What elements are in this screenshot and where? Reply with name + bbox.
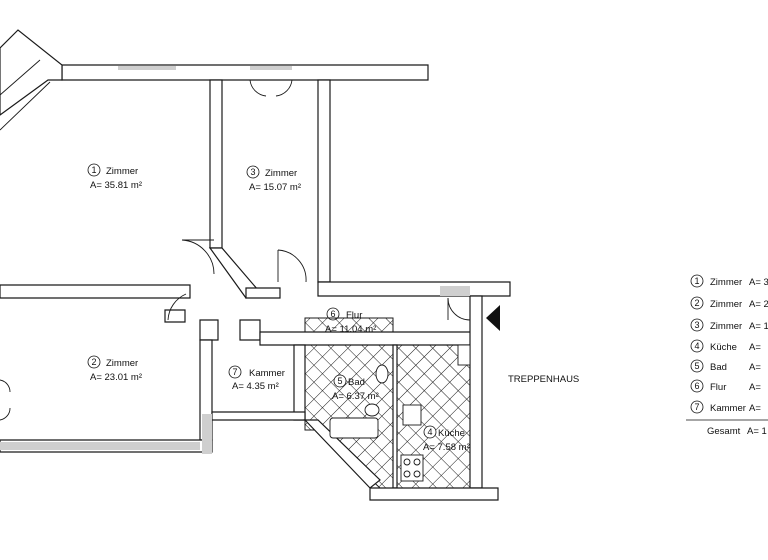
fixtures xyxy=(329,344,471,482)
svg-text:4: 4 xyxy=(427,427,432,437)
kitchen-sink xyxy=(402,404,422,426)
svg-text:1: 1 xyxy=(91,165,96,175)
svg-text:6: 6 xyxy=(694,381,699,391)
stove xyxy=(400,454,424,482)
legend-row: 1 Zimmer A= 3 xyxy=(690,274,768,288)
svg-text:A=: A= xyxy=(749,362,761,373)
svg-text:7: 7 xyxy=(694,402,699,412)
svg-text:Kammer: Kammer xyxy=(710,403,746,414)
svg-text:Zimmer: Zimmer xyxy=(106,358,138,369)
svg-text:6: 6 xyxy=(330,309,335,319)
legend-total-area: A= 1 xyxy=(747,426,767,437)
bay-window xyxy=(0,59,51,131)
svg-text:A= 35.81 m²: A= 35.81 m² xyxy=(90,180,142,191)
svg-text:4: 4 xyxy=(694,341,699,351)
svg-text:Küche: Küche xyxy=(438,428,465,439)
svg-text:A=: A= xyxy=(749,382,761,393)
svg-text:A=: A= xyxy=(749,403,761,414)
svg-text:2: 2 xyxy=(91,357,96,367)
svg-text:3: 3 xyxy=(250,167,255,177)
svg-text:Zimmer: Zimmer xyxy=(106,166,138,177)
svg-text:A= 7.58 m²: A= 7.58 m² xyxy=(423,442,470,453)
legend-row: 5 Bad A= xyxy=(690,359,761,373)
bathtub xyxy=(329,417,379,439)
svg-text:Zimmer: Zimmer xyxy=(710,321,742,332)
svg-text:5: 5 xyxy=(337,376,342,386)
sink xyxy=(375,364,389,384)
svg-text:A= 4.35 m²: A= 4.35 m² xyxy=(232,381,279,392)
svg-text:A= 23.01 m²: A= 23.01 m² xyxy=(90,372,142,383)
svg-text:A= 6.37 m²: A= 6.37 m² xyxy=(332,391,379,402)
svg-text:A= 1: A= 1 xyxy=(749,321,768,332)
svg-text:2: 2 xyxy=(694,298,699,308)
svg-text:A= 15.07 m²: A= 15.07 m² xyxy=(249,182,301,193)
svg-text:1: 1 xyxy=(694,276,699,286)
legend-row: 6 Flur A= xyxy=(690,379,761,393)
svg-text:Flur: Flur xyxy=(710,382,726,393)
svg-text:3: 3 xyxy=(694,320,699,330)
wall-shading xyxy=(0,66,470,454)
legend-row: 4 Küche A= xyxy=(690,339,761,353)
svg-text:A= 2: A= 2 xyxy=(749,299,768,310)
svg-text:Bad: Bad xyxy=(348,377,365,388)
room-label-6: 6 Flur A= 11.04 m² xyxy=(325,307,376,335)
tiled-areas xyxy=(304,317,471,489)
svg-text:7: 7 xyxy=(232,367,237,377)
legend-row: 3 Zimmer A= 1 xyxy=(690,318,768,332)
stairwell-label: TREPPENHAUS xyxy=(508,374,579,385)
svg-text:A=: A= xyxy=(749,342,761,353)
svg-text:Zimmer: Zimmer xyxy=(710,277,742,288)
room-label-2: 2 Zimmer A= 23.01 m² xyxy=(87,355,142,383)
svg-text:5: 5 xyxy=(694,361,699,371)
svg-text:Zimmer: Zimmer xyxy=(710,299,742,310)
svg-text:Flur: Flur xyxy=(346,310,362,321)
room-label-1: 1 Zimmer A= 35.81 m² xyxy=(87,163,142,191)
svg-text:A= 3: A= 3 xyxy=(749,277,768,288)
svg-text:Kammer: Kammer xyxy=(249,368,285,379)
legend-total-label: Gesamt xyxy=(707,426,741,437)
room-label-3: 3 Zimmer A= 15.07 m² xyxy=(246,165,301,193)
doors xyxy=(0,79,471,421)
room-label-5: 5 Bad A= 6.37 m² xyxy=(332,374,379,402)
svg-text:Küche: Küche xyxy=(710,342,737,353)
svg-text:A= 11.04 m²: A= 11.04 m² xyxy=(325,324,376,335)
room-labels: 1 Zimmer A= 35.81 m² 3 Zimmer A= 15.07 m… xyxy=(87,163,579,453)
toilet xyxy=(364,403,380,417)
room-label-4: 4 Küche A= 7.58 m² xyxy=(423,425,470,453)
legend-row: 2 Zimmer A= 2 xyxy=(690,296,768,310)
entry-arrow-icon xyxy=(486,305,500,331)
svg-text:Bad: Bad xyxy=(710,362,727,373)
svg-text:Zimmer: Zimmer xyxy=(265,168,297,179)
room-label-7: 7 Kammer A= 4.35 m² xyxy=(228,365,285,392)
